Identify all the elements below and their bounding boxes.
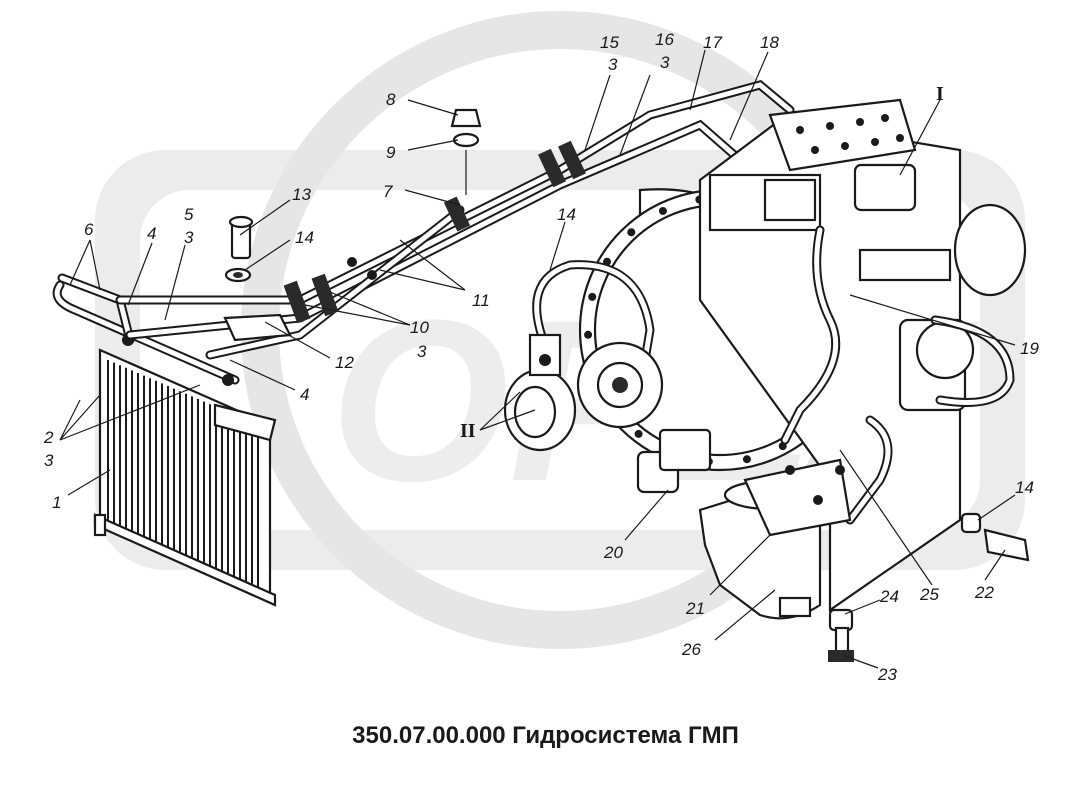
fasteners bbox=[224, 108, 1030, 662]
marker-ii: II bbox=[460, 420, 476, 442]
callout-1: 1 bbox=[52, 493, 61, 512]
callout-7: 7 bbox=[383, 182, 393, 201]
callout-19: 19 bbox=[1020, 339, 1039, 358]
callout-15-sub: 3 bbox=[608, 55, 618, 74]
callout-24: 24 bbox=[879, 587, 899, 606]
callout-18: 18 bbox=[760, 33, 779, 52]
callout-10: 10 bbox=[410, 318, 429, 337]
housing-bolt bbox=[742, 455, 751, 464]
valve-block-bolt bbox=[796, 126, 804, 134]
callout-21: 21 bbox=[685, 599, 705, 618]
diagram-title: 350.07.00.000 Гидросистема ГМП bbox=[352, 722, 739, 749]
callout-17: 17 bbox=[703, 33, 722, 52]
leader-lines bbox=[59, 49, 1016, 669]
housing-bolt bbox=[627, 228, 636, 237]
callout-11: 11 bbox=[472, 291, 490, 310]
callout-5: 5 bbox=[184, 205, 194, 224]
callout-13: 13 bbox=[292, 185, 311, 204]
valve-block-bolt bbox=[826, 122, 834, 130]
callout-12: 12 bbox=[335, 353, 354, 372]
pressure-lines bbox=[115, 80, 795, 360]
callout-10-sub: 3 bbox=[417, 342, 427, 361]
housing-bolt bbox=[588, 292, 597, 301]
callout-14b: 14 bbox=[557, 205, 576, 224]
valve-block-bolt bbox=[896, 134, 904, 142]
callout-15: 15 bbox=[600, 33, 619, 52]
valve-block-bolt bbox=[841, 142, 849, 150]
callout-6: 6 bbox=[84, 220, 94, 239]
callout-25: 25 bbox=[919, 585, 939, 604]
callout-4a: 4 bbox=[147, 224, 156, 243]
callout-16-sub: 3 bbox=[660, 53, 670, 72]
callout-5-sub: 3 bbox=[184, 228, 194, 247]
marker-i: I bbox=[936, 83, 944, 105]
oil-filter-assembly bbox=[636, 428, 852, 620]
callout-14a: 14 bbox=[295, 228, 314, 247]
callout-9: 9 bbox=[386, 143, 396, 162]
callout-20: 20 bbox=[603, 543, 623, 562]
callout-22: 22 bbox=[974, 583, 994, 602]
valve-block-bolt bbox=[811, 146, 819, 154]
housing-bolt bbox=[634, 429, 643, 438]
callout-26: 26 bbox=[681, 640, 701, 659]
callout-4b: 4 bbox=[300, 385, 309, 404]
callout-2: 2 bbox=[43, 428, 54, 447]
callout-16: 16 bbox=[655, 30, 674, 49]
housing-bolt bbox=[658, 206, 667, 215]
valve-block-bolt bbox=[871, 138, 879, 146]
valve-block-bolt bbox=[881, 114, 889, 122]
callout-2-sub: 3 bbox=[44, 451, 54, 470]
callout-23: 23 bbox=[877, 665, 897, 684]
housing-bolt bbox=[584, 330, 593, 339]
valve-block-bolt bbox=[856, 118, 864, 126]
callout-14c: 14 bbox=[1015, 478, 1034, 497]
callouts: 1 2 3 4 4 5 3 6 7 8 9 10 3 11 12 13 14 1… bbox=[43, 30, 1039, 684]
callout-8: 8 bbox=[386, 90, 396, 109]
oil-cooler-radiator bbox=[52, 273, 277, 607]
pump-assembly bbox=[503, 260, 664, 452]
